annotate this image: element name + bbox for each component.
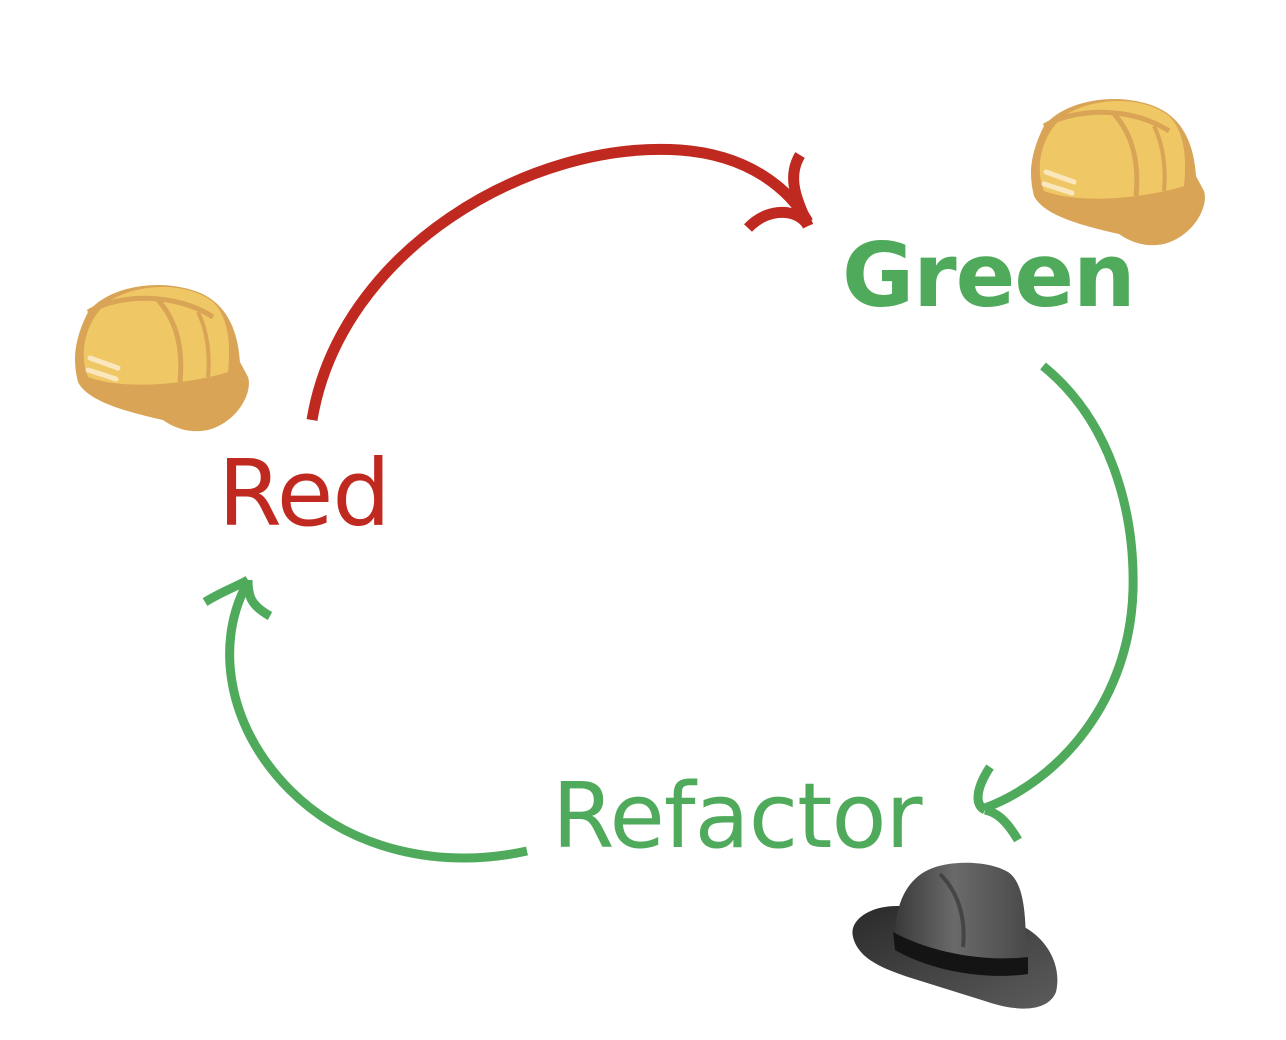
arrow-red-to-green bbox=[306, 143, 814, 421]
hard-hat-icon bbox=[75, 284, 249, 432]
arrow-green-to-refactor bbox=[973, 362, 1138, 843]
fedora-hat-icon bbox=[852, 862, 1058, 1009]
stage-label-refactor: Refactor bbox=[552, 764, 923, 869]
arrow-refactor-to-red bbox=[202, 576, 528, 863]
stage-label-red: Red bbox=[218, 440, 391, 547]
hard-hat-icon bbox=[1031, 98, 1205, 246]
stage-label-green: Green bbox=[842, 224, 1136, 327]
